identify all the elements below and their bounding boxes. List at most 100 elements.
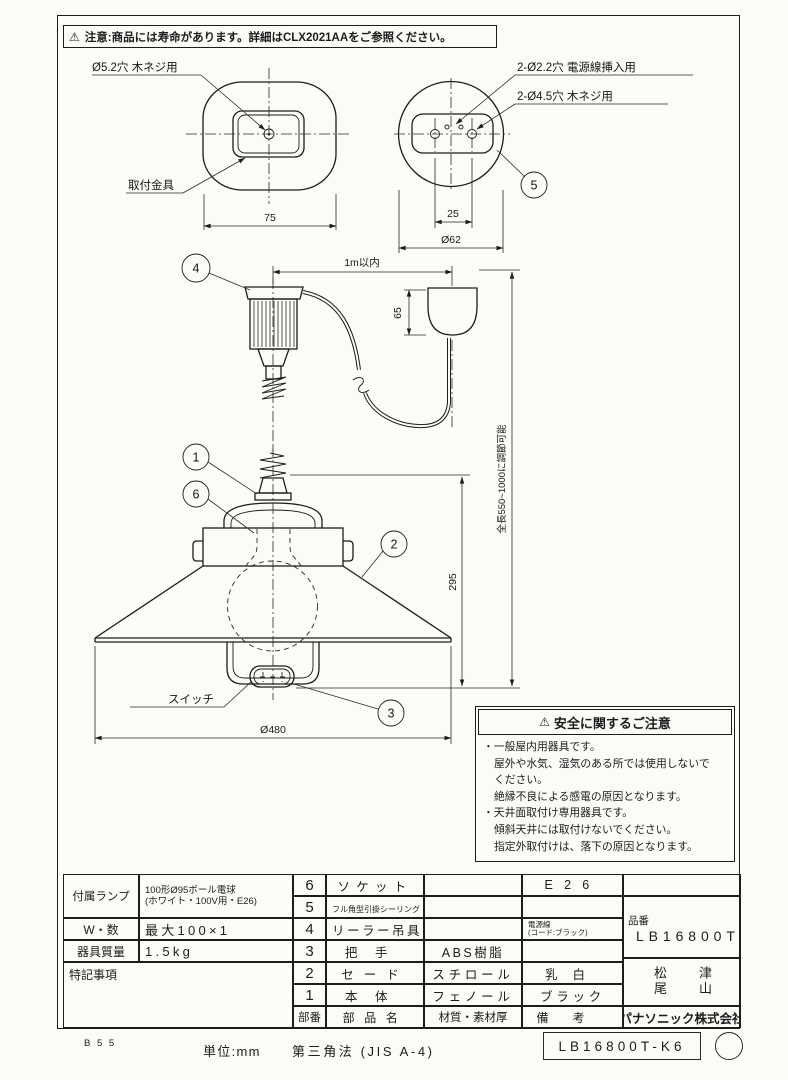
part-no: 2 bbox=[293, 962, 326, 984]
part-name: 把手 bbox=[326, 940, 424, 962]
safety-line: 指定外取付けは、落下の原因となります。 bbox=[494, 840, 698, 853]
part-name: リーラー吊具 bbox=[326, 918, 424, 940]
safety-line: ・一般屋内用器具です。 bbox=[483, 741, 601, 753]
lamp-value-line1: 100形Ø95ボール電球 bbox=[145, 885, 236, 896]
balloon-2: 2 bbox=[391, 538, 398, 552]
lamp-assembly: スイッチ bbox=[94, 446, 452, 708]
dim-25: 25 bbox=[447, 208, 459, 220]
dim-62: Ø62 bbox=[441, 234, 461, 246]
balloon-6: 6 bbox=[193, 488, 200, 502]
dim-total-length: 全長550~1000に調節可能 bbox=[496, 424, 508, 534]
dim-cord-length: 1m以内 bbox=[344, 256, 380, 269]
projection-note: 第三角法 (JIS A-4) bbox=[292, 1044, 435, 1059]
part-remarks: E26 bbox=[522, 874, 623, 896]
sheet-code: B55 bbox=[84, 1038, 121, 1049]
safety-line: 屋外や水気、湿気のある所では使用しないで bbox=[494, 757, 710, 770]
warning-icon: ⚠ bbox=[69, 29, 80, 44]
label-hole-4-5: 2-Ø4.5穴 木ネジ用 bbox=[517, 89, 613, 103]
safety-warning-icon: ⚠ bbox=[539, 715, 550, 729]
part-remarks: 電源線 (コード:ブラック) bbox=[522, 918, 623, 940]
lifetime-note-text: 注意:商品には寿命があります。詳細はCLX2021AAをご参照ください。 bbox=[84, 31, 452, 44]
balloon-3: 3 bbox=[388, 707, 395, 721]
part-name: セード bbox=[326, 962, 424, 984]
dim-480: Ø480 bbox=[260, 724, 286, 736]
spec-label-wattage: W・数 bbox=[63, 918, 139, 940]
balloons: 1 6 2 3 4 5 bbox=[181, 171, 548, 727]
view-mounting-bracket: Ø5.2穴 木ネジ用 取付金具 75 bbox=[92, 60, 352, 230]
spec-value-weight: 1.5kg bbox=[139, 940, 293, 962]
part-name: ソケット bbox=[326, 874, 424, 896]
view-ceiling-plate: 2-Ø2.2穴 電源線挿入用 2-Ø4.5穴 木ネジ用 25 Ø62 bbox=[394, 60, 693, 253]
sheet-border bbox=[57, 15, 740, 1029]
part-number-label: 品番 bbox=[628, 914, 649, 927]
part-material: フェノール bbox=[424, 984, 522, 1006]
lamp-value-line2: (ホワイト・100V用・E26) bbox=[145, 896, 257, 907]
spec-value-wattage: 最大100×1 bbox=[139, 918, 293, 940]
dim-295: 295 bbox=[447, 573, 459, 591]
part-remarks: ブラック bbox=[522, 984, 623, 1006]
remarks-line2: (コード:ブラック) bbox=[528, 928, 588, 937]
switch bbox=[249, 665, 295, 688]
shade bbox=[94, 565, 452, 639]
part-number-value: LB16800T bbox=[636, 927, 740, 944]
parts-header-no: 部番 bbox=[293, 1006, 326, 1028]
part-remarks bbox=[522, 940, 623, 962]
safety-line: ください。 bbox=[494, 774, 548, 787]
lifetime-note-bar: ⚠ 注意:商品には寿命があります。詳細はCLX2021AAをご参照ください。 bbox=[63, 25, 497, 48]
bulb bbox=[227, 560, 318, 652]
safety-line: 絶縁不良による感電の原因となります。 bbox=[494, 790, 687, 803]
part-no: 4 bbox=[293, 918, 326, 940]
handle bbox=[223, 502, 323, 528]
part-no: 5 bbox=[293, 896, 326, 918]
part-no: 3 bbox=[293, 940, 326, 962]
part-material: ABS樹脂 bbox=[424, 940, 522, 962]
spec-value-lamp: 100形Ø95ボール電球 (ホワイト・100V用・E26) bbox=[139, 874, 293, 918]
safety-body: ・一般屋内用器具です。 屋外や水気、湿気のある所では使用しないで ください。 絶… bbox=[478, 735, 732, 855]
safety-notice-box: ⚠ 安全に関するご注意 ・一般屋内用器具です。 屋外や水気、湿気のある所では使用… bbox=[475, 706, 735, 862]
part-material: スチロール bbox=[424, 962, 522, 984]
part-number-box: 品番 LB16800T bbox=[623, 896, 741, 958]
part-material bbox=[424, 874, 522, 896]
spec-label-lamp: 付属ランプ bbox=[63, 874, 139, 918]
safety-title-bar: ⚠ 安全に関するご注意 bbox=[478, 709, 732, 735]
parts-header-material: 材質・素材厚 bbox=[424, 1006, 522, 1028]
approver-right: 津山 bbox=[697, 966, 712, 998]
part-material bbox=[424, 918, 522, 940]
part-name: 本体 bbox=[326, 984, 424, 1006]
remarks-line1: 電源線 bbox=[528, 919, 551, 929]
label-hole-2-2: 2-Ø2.2穴 電源線挿入用 bbox=[517, 60, 636, 74]
part-remarks bbox=[522, 896, 623, 918]
part-material bbox=[424, 896, 522, 918]
part-name: フル角型引掛シーリング bbox=[326, 896, 424, 918]
approver-left: 松尾 bbox=[652, 966, 667, 998]
doc-number-box: LB16800T-K6 bbox=[543, 1032, 701, 1060]
part-remarks: 乳白 bbox=[522, 962, 623, 984]
parts-header-remarks: 備考 bbox=[522, 1006, 623, 1028]
part-no: 6 bbox=[293, 874, 326, 896]
safety-title: 安全に関するご注意 bbox=[553, 715, 671, 731]
approver-box: 松尾 津山 bbox=[623, 958, 741, 1006]
spec-label-notes: 特記事項 bbox=[63, 962, 293, 1028]
ceiling-cap bbox=[427, 287, 478, 336]
balloon-5: 5 bbox=[531, 179, 538, 193]
spec-label-weight: 器具質量 bbox=[63, 940, 139, 962]
safety-line: ・天井面取付け専用器具です。 bbox=[483, 807, 634, 820]
reel-and-cord: 65 1m以内 bbox=[244, 256, 478, 452]
balloon-1: 1 bbox=[193, 451, 200, 465]
safety-line: 傾斜天井には取付けないでください。 bbox=[494, 823, 678, 836]
label-hole-5-2: Ø5.2穴 木ネジ用 bbox=[92, 60, 178, 74]
dim-75: 75 bbox=[264, 212, 276, 224]
label-bracket: 取付金具 bbox=[128, 178, 174, 192]
label-switch: スイッチ bbox=[168, 693, 214, 706]
title-block-empty bbox=[623, 874, 741, 896]
balloon-4: 4 bbox=[193, 262, 200, 276]
part-no: 1 bbox=[293, 984, 326, 1006]
dim-65: 65 bbox=[392, 307, 404, 319]
dimensions-right: 全長550~1000に調節可能 295 Ø480 bbox=[94, 269, 520, 744]
unit-note: 単位:mm bbox=[203, 1044, 261, 1059]
parts-header-name: 部品名 bbox=[326, 1006, 424, 1028]
lamp-body bbox=[202, 527, 344, 567]
stamp-circle bbox=[715, 1032, 743, 1060]
